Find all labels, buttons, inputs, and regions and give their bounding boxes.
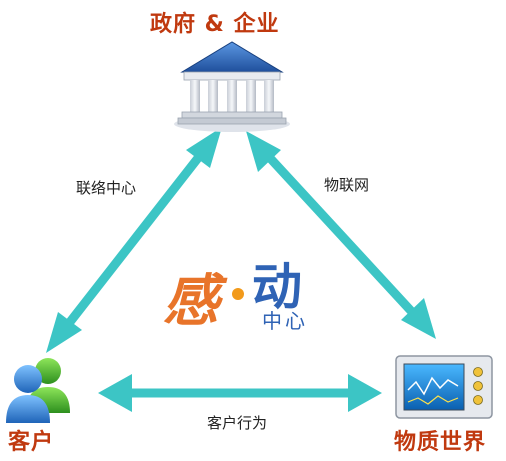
node-title-top: 政府 & 企业 xyxy=(150,12,280,37)
arrow-left-right xyxy=(98,374,382,412)
arrow-left-top xyxy=(46,127,222,353)
arrow-top-right xyxy=(246,131,436,339)
government-building-icon xyxy=(174,41,290,132)
logo-glyph-left: 感 xyxy=(163,268,228,334)
center-logo: 感 动 中心 xyxy=(163,258,308,334)
logo-subtext: 中心 xyxy=(262,309,308,333)
customers-icon xyxy=(6,358,70,423)
node-title-right: 物质世界 xyxy=(394,430,487,455)
edge-label-left-right: 客户行为 xyxy=(207,414,268,432)
node-title-left: 客户 xyxy=(8,430,55,455)
logo-glyph-right: 动 xyxy=(252,258,302,316)
monitoring-device-icon xyxy=(395,355,493,419)
edge-label-left-top: 联络中心 xyxy=(76,179,137,197)
logo-dot xyxy=(232,288,244,300)
edge-label-top-right: 物联网 xyxy=(324,176,370,194)
